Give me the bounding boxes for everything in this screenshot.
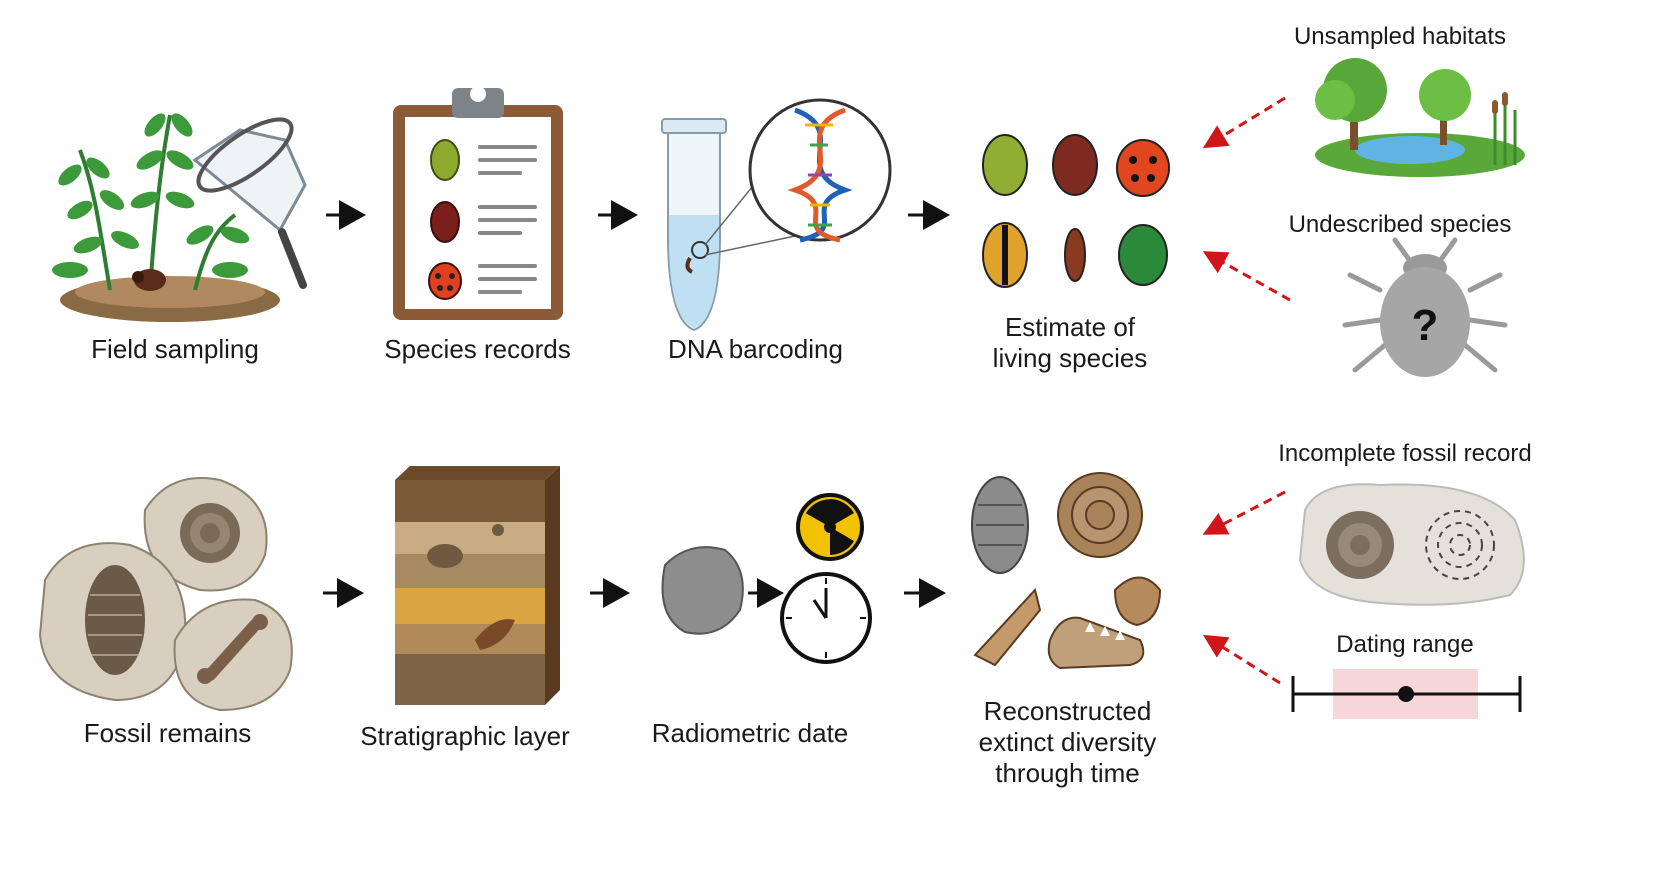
clipboard-icon (393, 86, 563, 320)
dna-tube-icon (661, 98, 892, 332)
reconstructed-line-2: extinct diversity (978, 727, 1157, 757)
bias-arrow (1202, 490, 1286, 535)
dna-barcoding-label: DNA barcoding (668, 334, 843, 364)
partial-fossil-icon (1298, 483, 1525, 606)
error-bar-icon (1291, 669, 1522, 719)
reconstructed-line-3: through time (995, 758, 1140, 788)
habitat-icon (1315, 58, 1525, 177)
bias-arrow (1202, 96, 1286, 149)
living-estimate-line-1: Estimate of (1004, 312, 1136, 342)
plant-net-icon (52, 113, 307, 322)
species-records-label: Species records (384, 334, 571, 364)
reconstructed-line-1: Reconstructed (983, 696, 1152, 726)
fossil-remains-label: Fossil remains (83, 718, 252, 748)
unknown-beetle-icon: ? (1342, 237, 1508, 377)
undescribed-species-label: Undescribed species (1288, 211, 1512, 238)
field-sampling-label: Field sampling (91, 334, 259, 364)
bias-arrow (1202, 634, 1281, 685)
extinct-fauna-icon (971, 472, 1162, 670)
bias-arrow (1202, 251, 1291, 302)
rock-clock-icon (661, 493, 872, 664)
radiometric-date-label: Radiometric date (651, 718, 849, 748)
question-mark-icon: ? (1412, 301, 1439, 350)
beetles-icon (982, 134, 1170, 288)
living-estimate-line-2: living species (992, 343, 1148, 373)
stratigraphic-layer-label: Stratigraphic layer (360, 721, 570, 751)
unsampled-habitats-label: Unsampled habitats (1293, 23, 1507, 50)
dating-range-label: Dating range (1336, 631, 1474, 658)
fossils-icon (38, 477, 293, 712)
incomplete-fossil-record-label: Incomplete fossil record (1278, 440, 1532, 467)
strata-icon (395, 466, 560, 705)
